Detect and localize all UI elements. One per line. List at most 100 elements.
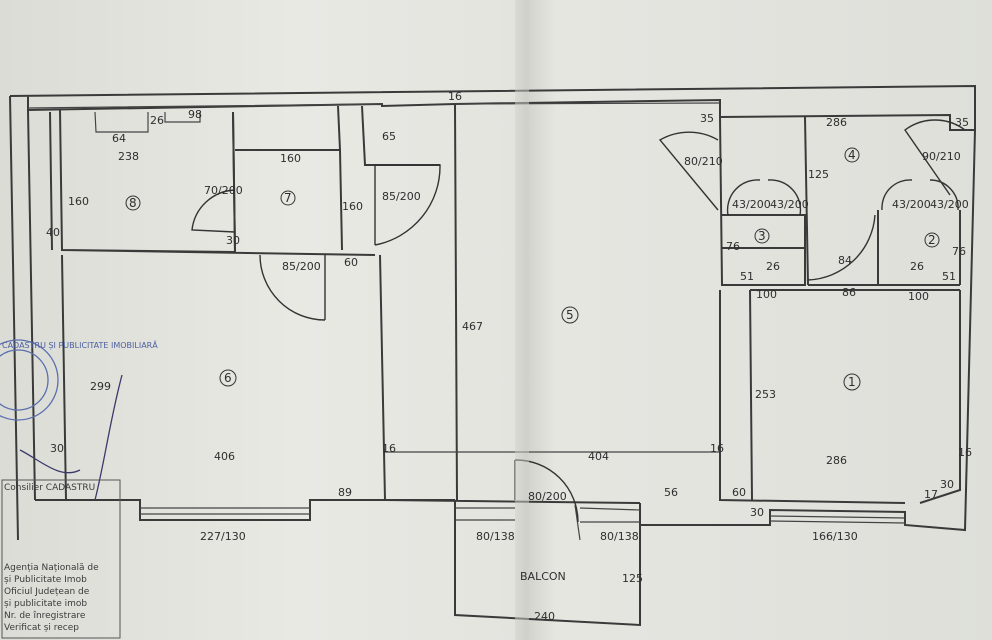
dim-85-200-a: 85/200 xyxy=(382,190,421,203)
dim-89: 89 xyxy=(338,486,352,499)
room-label-4: 4 xyxy=(844,147,860,163)
dim-65: 65 xyxy=(382,130,396,143)
cadastre-stamp: CADASTRU ȘI PUBLICITATE IMOBILIARĂ xyxy=(0,339,158,421)
left-note-0: Agenția Națională de xyxy=(4,563,99,573)
room-label-2: 2 xyxy=(924,232,940,248)
paper-fold xyxy=(515,0,529,640)
outer-wall-top-inner xyxy=(27,102,721,109)
outer-wall-bottom xyxy=(35,499,385,521)
room-5-walls xyxy=(384,103,641,504)
dim-286-bottom: 286 xyxy=(826,454,847,467)
svg-text:8: 8 xyxy=(129,196,137,210)
dim-85-200-b: 85/200 xyxy=(282,260,321,273)
balcony-label: BALCON xyxy=(520,570,566,583)
dim-70-200: 70/200 xyxy=(204,184,243,197)
room-8-niche xyxy=(94,111,201,133)
svg-text:CADASTRU ȘI PUBLICITATE IMOBIL: CADASTRU ȘI PUBLICITATE IMOBILIARĂ xyxy=(2,339,158,351)
registration-box xyxy=(1,479,121,639)
room-label-5: 5 xyxy=(561,306,579,324)
door-room-4 xyxy=(807,214,876,281)
dim-240: 240 xyxy=(534,610,555,623)
dim-100-b: 100 xyxy=(908,290,929,303)
left-note-6: Consilier CADASTRU xyxy=(4,483,95,493)
dim-40: 40 xyxy=(46,226,60,239)
dim-80-210: 80/210 xyxy=(684,155,723,168)
svg-text:6: 6 xyxy=(224,371,232,385)
door-entrance-left xyxy=(658,131,719,211)
dim-286-top: 286 xyxy=(826,116,847,129)
room-1-walls xyxy=(719,116,960,504)
dim-299: 299 xyxy=(90,380,111,393)
dim-80-138-a: 80/138 xyxy=(476,530,515,543)
room-1-corner xyxy=(919,290,961,504)
dim-125-balcony: 125 xyxy=(622,572,643,585)
dim-84: 84 xyxy=(838,254,852,267)
outer-wall-bottom-right xyxy=(639,129,976,532)
dim-166-130: 166/130 xyxy=(812,530,858,543)
dim-16-top: 16 xyxy=(448,90,462,103)
dim-467: 467 xyxy=(462,320,483,333)
left-note-3: și publicitate imob xyxy=(4,599,87,609)
dim-160-a: 160 xyxy=(280,152,301,165)
svg-text:3: 3 xyxy=(758,229,766,243)
dim-253: 253 xyxy=(755,388,776,401)
dim-16-mid: 16 xyxy=(710,442,724,455)
dim-16-right: 16 xyxy=(958,446,972,459)
outer-wall-left xyxy=(9,95,36,541)
dim-16-left: 16 xyxy=(382,442,396,455)
dim-76-a: 76 xyxy=(726,240,740,253)
doors-room-3 xyxy=(726,179,802,216)
dim-125: 125 xyxy=(808,168,829,181)
dim-86: 86 xyxy=(842,286,856,299)
dim-227-130: 227/130 xyxy=(200,530,246,543)
dim-35-right: 35 xyxy=(955,116,969,129)
room-3-walls xyxy=(722,214,806,285)
dim-160-c: 160 xyxy=(68,195,89,208)
svg-text:2: 2 xyxy=(928,233,936,247)
dim-90-210: 90/210 xyxy=(922,150,961,163)
room-7-walls xyxy=(232,105,440,253)
dim-406: 406 xyxy=(214,450,235,463)
dim-80-200-balcony: 80/200 xyxy=(528,490,567,503)
left-note-5: Verificat și recep xyxy=(4,623,79,633)
dim-26-a: 26 xyxy=(766,260,780,273)
room-label-8: 8 xyxy=(125,195,141,211)
balcony-walls xyxy=(454,500,641,627)
dim-64: 64 xyxy=(112,132,126,145)
dim-51-a: 51 xyxy=(740,270,754,283)
svg-text:4: 4 xyxy=(848,148,856,162)
dim-17: 17 xyxy=(924,488,938,501)
dim-238: 238 xyxy=(118,150,139,163)
signature-scribble xyxy=(19,374,123,501)
room-label-6: 6 xyxy=(219,369,237,387)
dim-26-c: 26 xyxy=(150,114,164,127)
left-note-4: Nr. de înregistrare xyxy=(4,611,86,621)
window-right xyxy=(769,515,906,524)
dim-43-200-b: 43/200 xyxy=(770,198,809,211)
dim-98: 98 xyxy=(188,108,202,121)
dim-35-left: 35 xyxy=(700,112,714,125)
balcony-door-frame xyxy=(455,460,641,541)
dim-100-a: 100 xyxy=(756,288,777,301)
room-label-7: 7 xyxy=(280,190,296,206)
dim-51-b: 51 xyxy=(942,270,956,283)
dim-60-right: 60 xyxy=(732,486,746,499)
left-note-1: și Publicitate Imob xyxy=(4,575,87,585)
dim-404: 404 xyxy=(588,450,609,463)
svg-text:5: 5 xyxy=(566,308,574,322)
doors-room-2 xyxy=(881,179,959,211)
left-note-2: Oficiul Județean de xyxy=(4,587,90,597)
door-room-7 xyxy=(191,189,236,233)
door-entrance-right xyxy=(904,119,966,196)
dim-43-200-c: 43/200 xyxy=(892,198,931,211)
dim-30-a: 30 xyxy=(226,234,240,247)
dim-56: 56 xyxy=(664,486,678,499)
svg-text:1: 1 xyxy=(848,375,856,389)
room-4-walls xyxy=(804,116,878,286)
svg-text:7: 7 xyxy=(284,191,292,205)
door-room-7-hall xyxy=(259,254,326,321)
room-label-1: 1 xyxy=(843,373,861,391)
dim-43-200-d: 43/200 xyxy=(930,198,969,211)
